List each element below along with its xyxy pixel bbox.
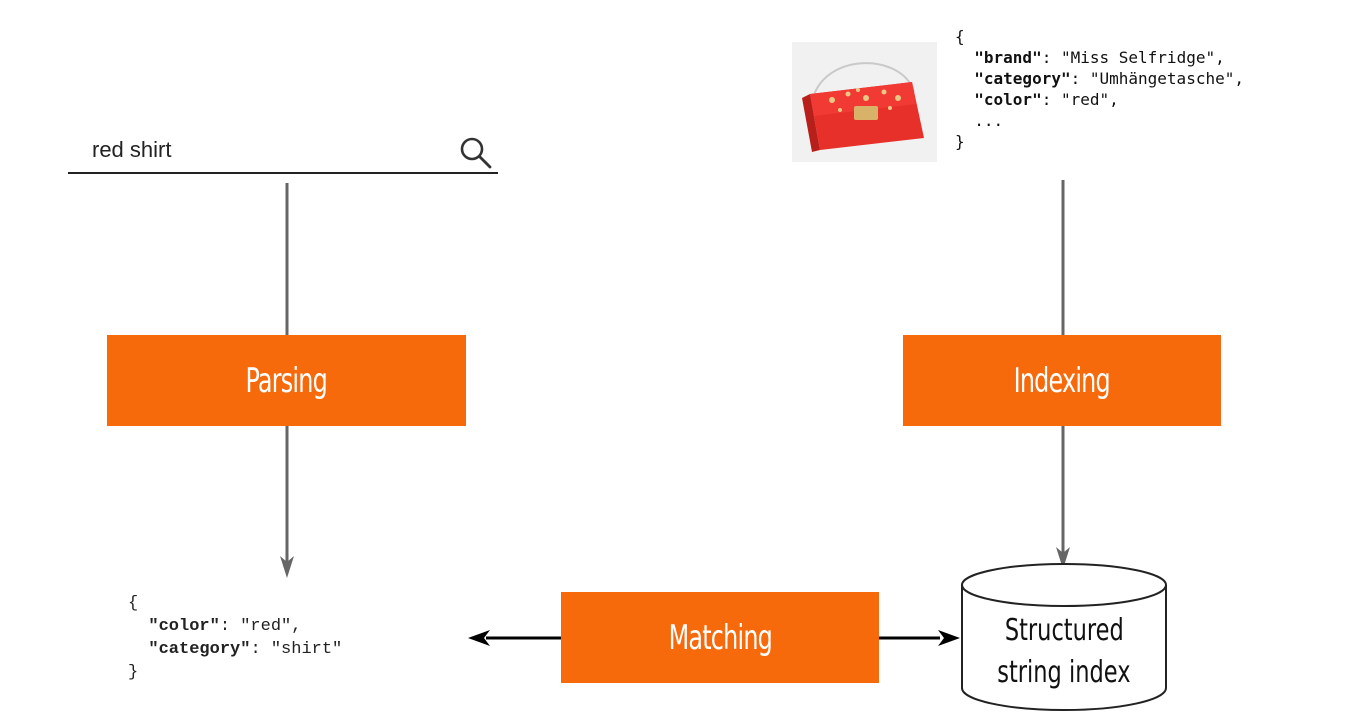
parsing-step: Parsing <box>107 335 466 426</box>
arrowhead-matching-right <box>938 630 960 646</box>
json-key-brand: "brand" <box>974 48 1042 67</box>
search-underline <box>68 172 498 174</box>
parsing-label: Parsing <box>245 360 328 401</box>
index-label: Structured string index <box>962 610 1166 694</box>
product-json: { "brand": "Miss Selfridge", "category":… <box>955 26 1244 152</box>
json-open: { <box>955 27 965 46</box>
red-handbag-image <box>792 42 937 162</box>
query-value-category: : "shirt" <box>250 640 343 659</box>
search-query[interactable]: red shirt <box>92 137 172 162</box>
query-json-open: { <box>128 594 139 613</box>
query-json-close: } <box>128 663 139 682</box>
arrowhead-matching-left <box>468 630 490 646</box>
matching-label: Matching <box>668 617 772 658</box>
query-key-color: "color" <box>148 617 220 636</box>
json-ellipsis: ... <box>974 111 1004 130</box>
search-icon[interactable] <box>458 135 494 169</box>
arrowhead-index <box>1056 547 1070 569</box>
query-value-color: : "red", <box>219 617 302 636</box>
indexing-label: Indexing <box>1013 360 1111 401</box>
json-value-brand: : "Miss Selfridge", <box>1041 48 1225 67</box>
query-key-category: "category" <box>148 640 251 659</box>
json-key-category: "category" <box>974 69 1071 88</box>
json-value-color: : "red", <box>1041 90 1119 109</box>
query-json: { "color": "red", "category": "shirt" } <box>128 592 342 684</box>
json-value-category: : "Umhängetasche", <box>1070 69 1244 88</box>
matching-step: Matching <box>561 592 879 683</box>
index-database-icon <box>961 563 1167 711</box>
arrowhead-struct <box>280 556 294 578</box>
json-close: } <box>955 132 965 151</box>
index-label-line2: string index <box>997 655 1131 690</box>
indexing-step: Indexing <box>903 335 1221 426</box>
index-label-line1: Structured <box>1004 613 1124 648</box>
json-key-color: "color" <box>974 90 1042 109</box>
